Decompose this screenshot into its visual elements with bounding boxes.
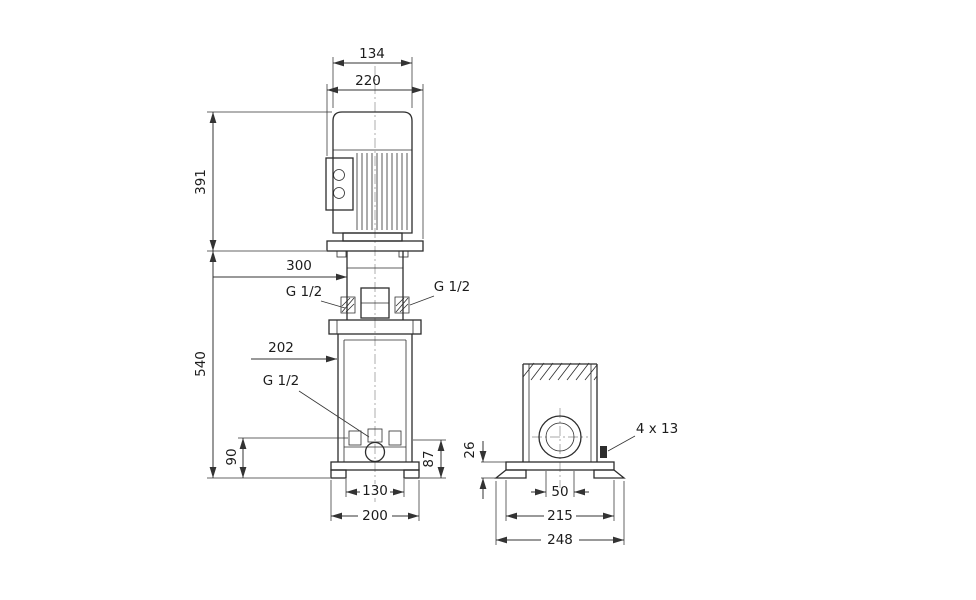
port-boss-right <box>394 296 410 314</box>
port-boss-left <box>340 296 356 314</box>
side-view: 26 4 x 13 50 215 248 <box>462 362 678 548</box>
motor <box>325 111 413 234</box>
cable-entry-top <box>333 169 345 181</box>
dim-130-label: 130 <box>362 483 388 499</box>
port-label-right: G 1/2 <box>434 279 470 295</box>
dim-50-label: 50 <box>551 484 568 500</box>
front-dimensions: 134 220 391 300 540 202 G 1/2 <box>193 46 470 524</box>
side-dimensions: 26 4 x 13 50 215 248 <box>462 421 678 548</box>
port-circle-outer <box>538 415 582 459</box>
dim-540-label: 540 <box>193 351 209 377</box>
front-view: 134 220 391 300 540 202 G 1/2 <box>193 46 470 524</box>
plug-right <box>388 430 402 446</box>
dim-248-label: 248 <box>547 532 573 548</box>
terminal-box <box>325 157 354 211</box>
port-circle-inner <box>545 422 575 452</box>
motor-flange <box>326 232 424 258</box>
pump-sleeve <box>337 334 413 463</box>
dim-220-label: 220 <box>355 73 381 89</box>
head-flange <box>328 319 422 335</box>
dim-4x13-label: 4 x 13 <box>636 421 678 437</box>
dim-300-label: 300 <box>286 258 312 274</box>
dim-215-label: 215 <box>547 508 573 524</box>
cable-entry-bottom <box>333 187 345 199</box>
dim-26-label: 26 <box>462 441 478 458</box>
break-hatching <box>522 362 598 381</box>
plug-left <box>348 430 362 446</box>
side-base <box>494 446 626 479</box>
motor-fins <box>356 153 408 230</box>
dim-202-label: 202 <box>268 340 294 356</box>
pump-base <box>330 461 420 479</box>
dim-90-label: 90 <box>224 448 240 465</box>
port-label-left: G 1/2 <box>286 284 322 300</box>
port-label-drain: G 1/2 <box>263 373 299 389</box>
bolt-hole-mark <box>600 446 607 458</box>
chamber <box>522 362 598 462</box>
dim-391-label: 391 <box>193 169 209 195</box>
dim-200-label: 200 <box>362 508 388 524</box>
pump-head <box>328 251 422 335</box>
dim-87-label: 87 <box>421 450 437 467</box>
dim-134-label: 134 <box>359 46 385 62</box>
